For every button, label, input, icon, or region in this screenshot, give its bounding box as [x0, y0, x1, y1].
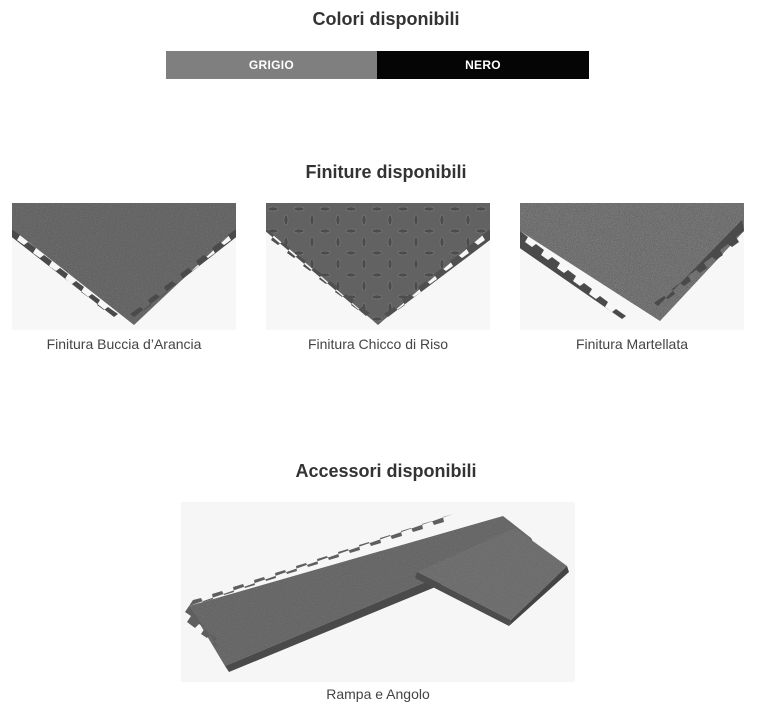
colors-section-title: Colori disponibili — [312, 9, 460, 29]
finish-caption-rice-grain: Finitura Chicco di Riso — [307, 336, 449, 352]
ramp-corner-image — [181, 502, 575, 682]
finish-caption-hammered: Finitura Martellata — [575, 336, 689, 352]
finish-card-hammered[interactable]: Finitura Martellata — [520, 203, 744, 352]
accessories-section-title: Accessori disponibili — [295, 461, 477, 481]
tile-image-orange-peel — [12, 203, 236, 330]
accessory-card-ramp-corner[interactable]: Rampa e Angolo — [181, 502, 575, 702]
finishes-section-title: Finiture disponibili — [305, 162, 467, 182]
finish-caption-orange-peel: Finitura Buccia d’Arancia — [46, 336, 202, 352]
color-swatch-black[interactable]: NERO — [377, 51, 589, 79]
finish-card-rice-grain[interactable]: Finitura Chicco di Riso — [266, 203, 490, 352]
tile-image-rice-grain — [266, 203, 490, 330]
tile-image-hammered — [520, 203, 744, 330]
accessory-caption-ramp-corner: Rampa e Angolo — [326, 686, 430, 702]
finish-card-orange-peel[interactable]: Finitura Buccia d’Arancia — [12, 203, 236, 352]
color-swatches: GRIGIO NERO — [166, 51, 589, 79]
color-swatch-grey[interactable]: GRIGIO — [166, 51, 377, 79]
